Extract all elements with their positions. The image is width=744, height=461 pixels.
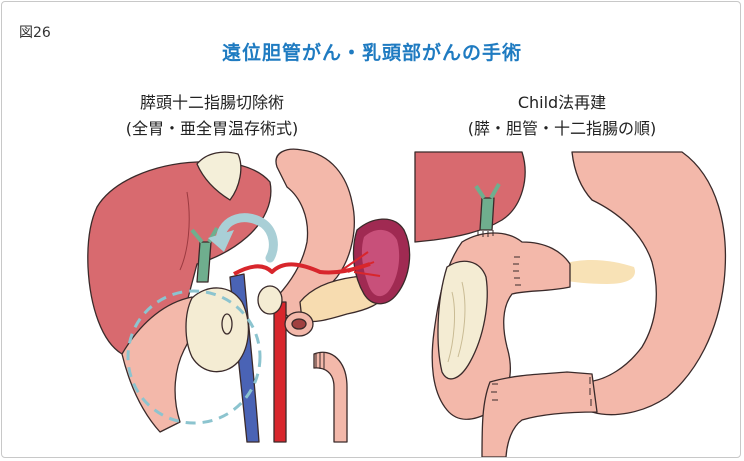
- celiac-artery: [233, 262, 371, 276]
- left-illustration: [87, 148, 411, 443]
- stomach-shape: [271, 148, 355, 321]
- arrow-head-icon: [208, 230, 234, 252]
- liver-shape: [87, 161, 272, 355]
- mesentery-fold: [437, 260, 488, 380]
- figure-label: 図26: [19, 25, 51, 41]
- cut-jejunum-end: [257, 285, 283, 315]
- resection-area-circle: [126, 289, 262, 425]
- aorta: [273, 301, 287, 443]
- right-panel-heading: Child法再建: [517, 93, 607, 112]
- jejunum-to-bottom: [481, 371, 598, 457]
- right-panel-caption: Child法再建 (膵・胆管・十二指腸の順): [397, 90, 727, 142]
- pancreas-remnant: [562, 260, 635, 284]
- antrum-shape: [121, 296, 197, 433]
- ligament-shape: [196, 151, 242, 201]
- rotation-arrow-icon: [215, 213, 278, 263]
- diagram-title: 遠位胆管がん・乳頭部がんの手術: [221, 42, 522, 64]
- bile-duct-stump: [196, 241, 212, 283]
- right-panel-subheading: (膵・胆管・十二指腸の順): [467, 119, 657, 138]
- suture-pancreaticojejunostomy: [513, 256, 521, 286]
- left-panel-caption: 膵頭十二指腸切除術 (全胃・亜全胃温存術式): [62, 90, 362, 142]
- resected-pancreas-head: [185, 287, 250, 373]
- suture-gastrojejunostomy: [589, 377, 592, 406]
- splenic-branches: [341, 251, 381, 277]
- liver-remnant: [414, 151, 526, 243]
- suture-jejunojejunostomy: [491, 383, 498, 401]
- duodenal-lumen: [221, 313, 233, 335]
- suture-line-left: [315, 352, 325, 370]
- pancreatic-duct-end: [291, 318, 307, 330]
- mesentery-lines: [447, 281, 466, 363]
- liver-lobe-line: [179, 191, 190, 271]
- spleen-inner: [361, 229, 400, 297]
- left-panel-subheading: (全胃・亜全胃温存術式): [125, 119, 299, 138]
- bile-duct-right: [479, 197, 495, 231]
- suture-hepaticojejunostomy: [477, 230, 494, 237]
- jejunum-loop: [313, 351, 348, 443]
- left-panel-heading: 膵頭十二指腸切除術: [139, 93, 284, 112]
- right-illustration: [414, 151, 727, 457]
- bile-duct-right-branches: [474, 183, 501, 200]
